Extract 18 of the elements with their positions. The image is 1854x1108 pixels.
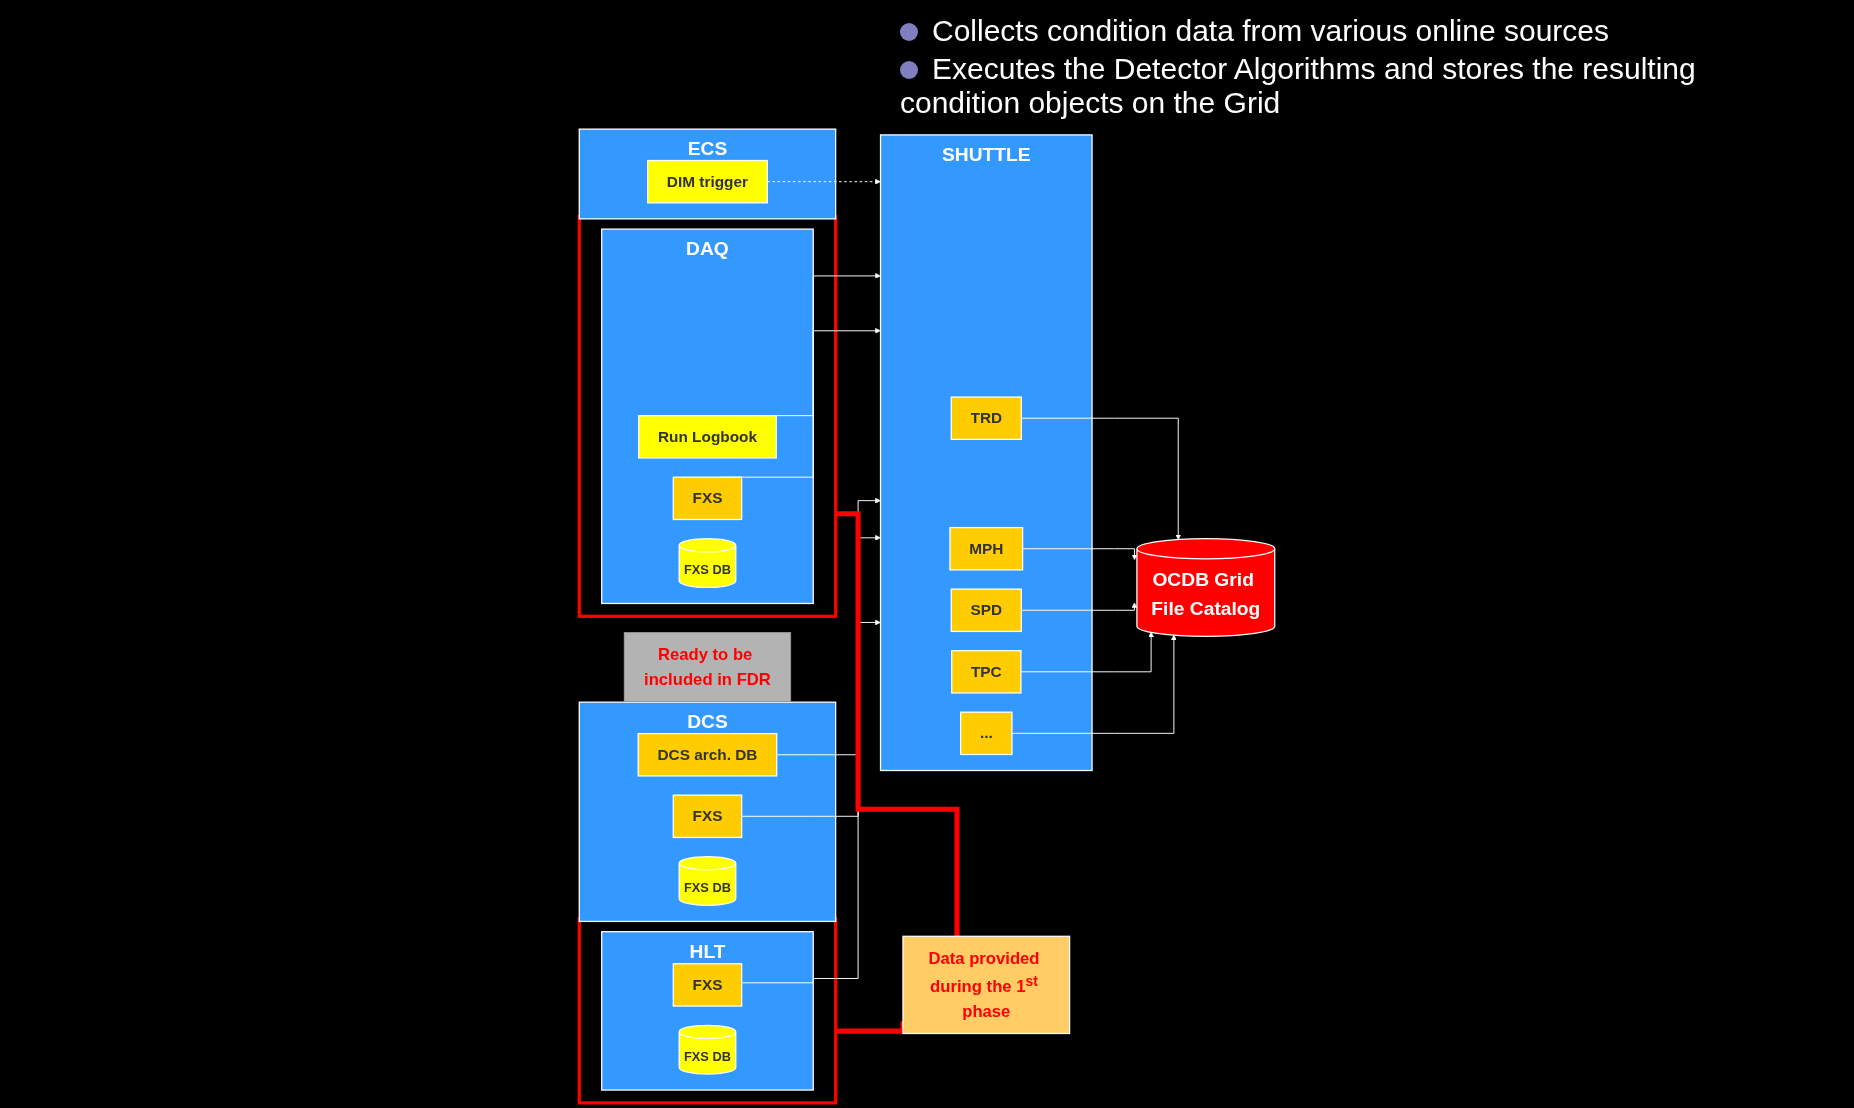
node-box: TRD bbox=[950, 396, 1022, 440]
node-box: MPH bbox=[949, 526, 1024, 571]
node-box: ... bbox=[960, 711, 1013, 756]
bullet-note: Collects condition data from various online sources bbox=[900, 14, 1814, 48]
node-box: Ready to be included in FDR bbox=[623, 632, 792, 702]
node-box: FXS bbox=[672, 794, 743, 839]
node-box: TPC bbox=[951, 650, 1022, 694]
connector bbox=[835, 511, 960, 937]
node-box: Data provided during the 1$^{st}$ phase bbox=[902, 935, 1071, 1035]
node-box: DCS arch. DB bbox=[637, 732, 778, 777]
node-box: DIM trigger bbox=[647, 159, 768, 204]
node-box: FXS bbox=[672, 476, 743, 521]
cluster bbox=[577, 917, 838, 1105]
node-box: Run Logbook bbox=[638, 415, 777, 459]
cluster bbox=[577, 214, 838, 618]
node-box: FXS bbox=[672, 963, 743, 1007]
bullet-note: Executes the Detector Algorithms and stores the resulting condition objects on the Grid bbox=[900, 52, 1814, 120]
node-box: SPD bbox=[950, 588, 1022, 633]
